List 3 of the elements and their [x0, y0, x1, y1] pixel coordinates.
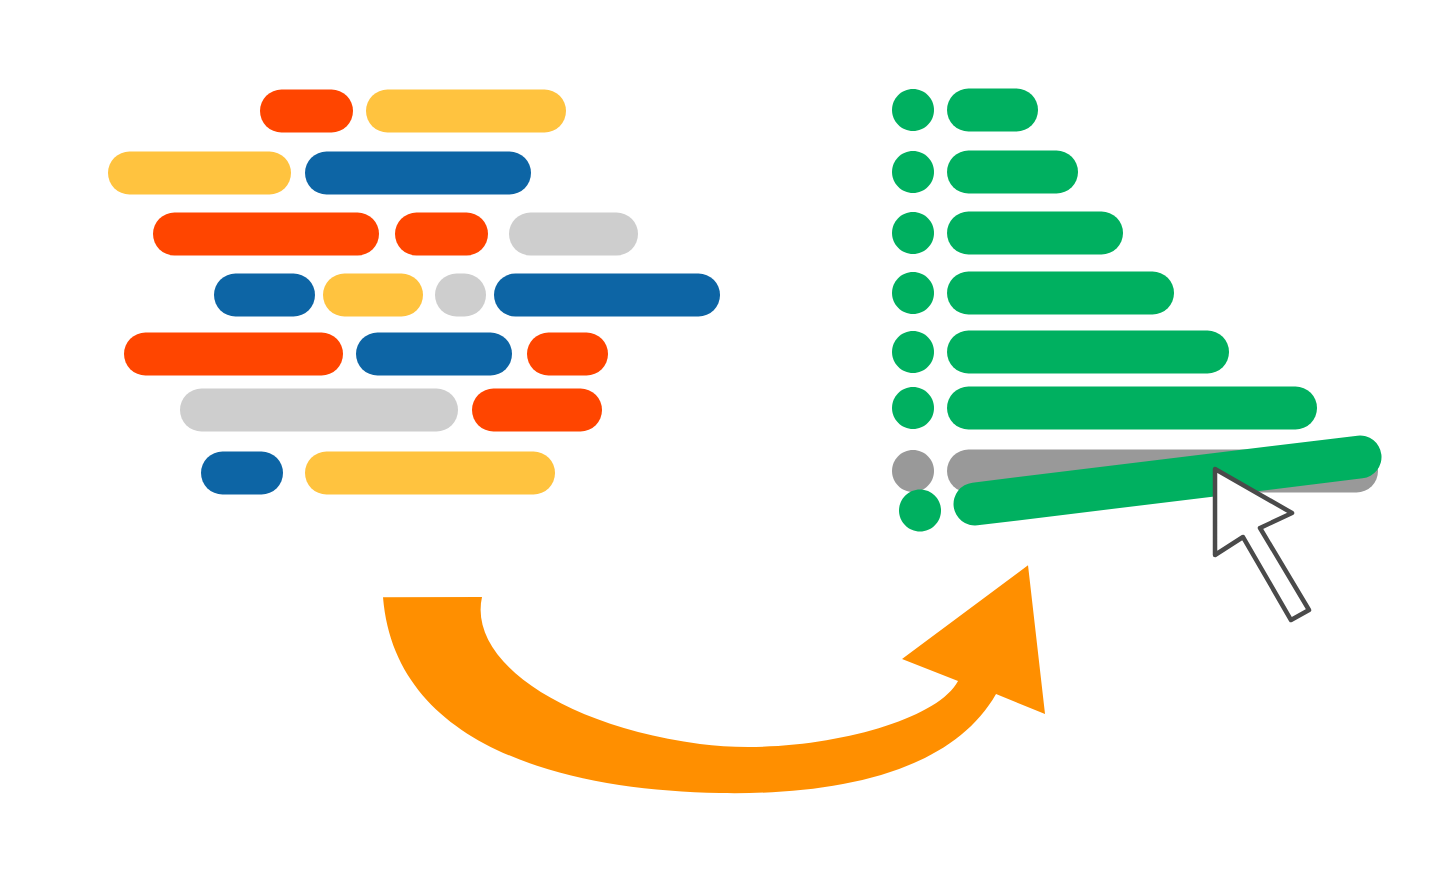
sorted-bars-picture [892, 88, 1382, 532]
curved-arrow [383, 565, 1045, 794]
bars-picture [108, 89, 720, 495]
